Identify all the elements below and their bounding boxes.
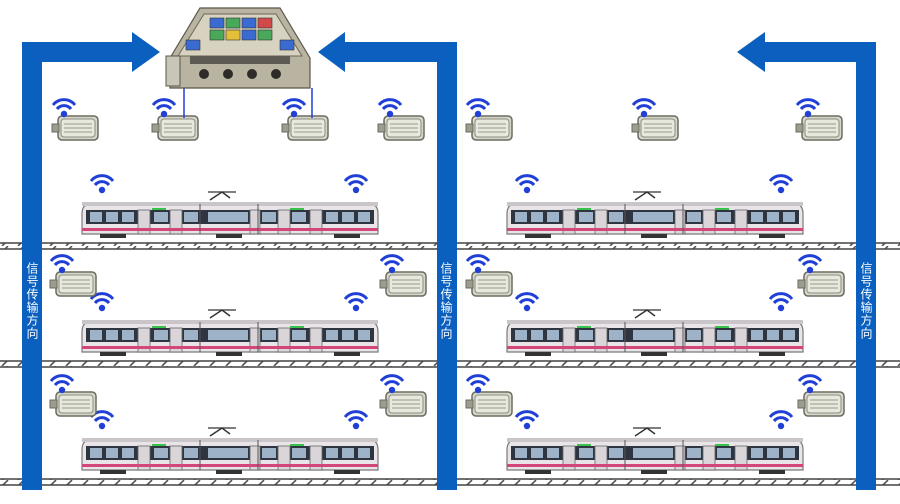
signal-direction-label-middle: 信号传输方向 [439,262,453,340]
train-body [506,309,804,357]
wifi-icon [343,292,369,313]
signal-direction-label-left: 信号传输方向 [25,262,39,340]
wireless-sensor-icon [631,98,679,141]
light-rail-train-icon [506,292,804,357]
wifi-icon [514,292,540,313]
sensor-body [795,115,843,141]
light-rail-train-icon [81,292,379,357]
arrows-layer [22,32,876,490]
wireless-sensor-icon [379,374,427,417]
sensor-body [797,391,845,417]
wifi-icon [795,98,821,119]
wireless-sensor-icon [465,98,513,141]
wireless-sensor-icon [49,374,97,417]
sensor-body [51,115,99,141]
wireless-sensor-icon [465,254,513,297]
sensor-body [49,271,97,297]
train-body [81,191,379,239]
wifi-icon [631,98,657,119]
wifi-icon [797,254,823,275]
wifi-icon [151,98,177,119]
arrow-shaft [22,42,132,490]
sensor-body [797,271,845,297]
wireless-sensor-icon [797,374,845,417]
sensor-body [377,115,425,141]
wireless-sensor-icon [51,98,99,141]
arrow-head [132,32,160,72]
sensor-body [631,115,679,141]
wifi-icon [89,292,115,313]
sensor-body [151,115,199,141]
wifi-icon [51,98,77,119]
control-room-icon [165,7,311,89]
signal-direction-label-right: 信号传输方向 [859,262,873,340]
wireless-sensor-icon [465,374,513,417]
wifi-icon [465,374,491,395]
sensor-body [379,271,427,297]
arrow-shaft [345,42,457,490]
flow-arrow-right [737,32,876,490]
wifi-icon [465,254,491,275]
wifi-icon [514,410,540,431]
arrow-head [318,32,345,72]
light-rail-train-icon [81,410,379,475]
wireless-sensor-icon [49,254,97,297]
wifi-icon [343,174,369,195]
wifi-icon [343,410,369,431]
wifi-icon [768,410,794,431]
wireless-sensor-icon [379,254,427,297]
flow-arrow-left [22,32,160,490]
sensor-body [281,115,329,141]
wireless-sensor-icon [281,98,329,141]
wifi-icon [768,174,794,195]
sensors-layer [49,88,845,417]
wifi-icon [768,292,794,313]
sensor-body [49,391,97,417]
wifi-icon [379,374,405,395]
light-rail-train-icon [506,410,804,475]
wifi-icon [89,174,115,195]
sensor-body [465,115,513,141]
wifi-icon [281,98,307,119]
train-body [506,427,804,475]
train-body [81,309,379,357]
train-body [506,191,804,239]
sensor-body [465,271,513,297]
train-body [81,427,379,475]
wifi-icon [379,254,405,275]
light-rail-train-icon [506,174,804,239]
wireless-sensor-icon [795,98,843,141]
sensor-body [465,391,513,417]
wireless-sensor-icon [151,98,199,141]
sensor-body [379,391,427,417]
arrow-head [737,32,765,72]
wifi-icon [49,374,75,395]
wifi-icon [49,254,75,275]
wifi-icon [514,174,540,195]
arrow-shaft [765,42,876,490]
wireless-sensor-icon [797,254,845,297]
light-rail-train-icon [81,174,379,239]
wifi-icon [465,98,491,119]
flow-arrow-middle [318,32,457,490]
wifi-icon [377,98,403,119]
wireless-sensor-icon [377,98,425,141]
wifi-icon [797,374,823,395]
